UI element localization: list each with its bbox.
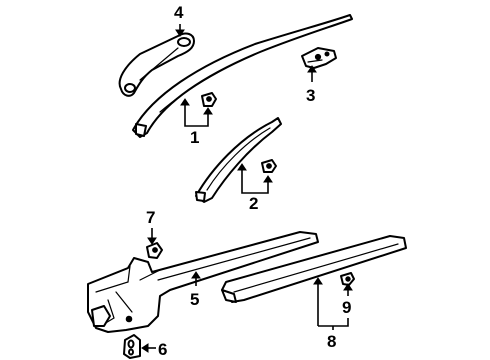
callout-9: 9 xyxy=(342,298,351,317)
roof-rail-trim-part xyxy=(132,14,353,138)
grab-handle-part xyxy=(118,32,195,97)
lower-trim-part xyxy=(87,231,319,333)
retainer-part xyxy=(123,334,141,359)
clip-part-1 xyxy=(201,92,217,107)
callout-8: 8 xyxy=(327,332,336,351)
callout-6: 6 xyxy=(158,340,167,359)
bracket-part xyxy=(301,47,337,69)
center-pillar-trim-part xyxy=(195,117,282,203)
leader-line-2 xyxy=(241,168,269,194)
callout-4: 4 xyxy=(174,3,184,22)
clip-part-9 xyxy=(340,272,355,286)
leader-line-8 xyxy=(317,282,349,330)
leader-line-1 xyxy=(184,103,209,127)
callout-1: 1 xyxy=(190,128,199,147)
callout-3: 3 xyxy=(306,86,315,105)
clip-part-2 xyxy=(261,159,277,173)
callout-5: 5 xyxy=(190,290,199,309)
clip-part-7 xyxy=(146,242,163,259)
callout-7: 7 xyxy=(146,208,155,227)
callout-2: 2 xyxy=(249,194,258,213)
scuff-plate-part xyxy=(221,235,407,303)
